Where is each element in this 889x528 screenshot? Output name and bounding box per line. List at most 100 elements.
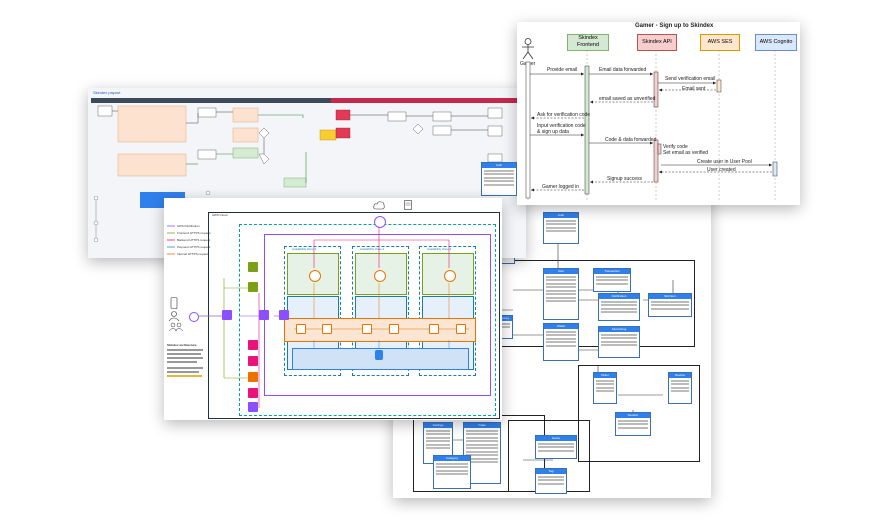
az-frame [419, 246, 476, 376]
message-label: Input verification code & sign up data [537, 123, 586, 135]
er-table-header: Inventory [494, 316, 512, 321]
cloudfront-icon [189, 312, 199, 322]
aws-cloud-label: AWS Cloud [212, 213, 228, 217]
er-table-header: Tag [536, 469, 566, 474]
container-icon [429, 324, 439, 334]
message-label: email saved as unverified [599, 96, 656, 102]
nat-gateway-icon [309, 270, 321, 282]
er-table: Auth [481, 162, 517, 196]
legend: AWS Distribution Frontend HTTPS request … [167, 222, 211, 262]
message-label: Send verification email [665, 76, 716, 82]
ecs-service-band [284, 318, 476, 342]
route53-icon [222, 310, 232, 320]
cloud-icon [373, 201, 385, 210]
sequence-diagram-card: Gamer - Sign up to Skindex Gamer Skindex… [517, 22, 800, 205]
er-table: Game [535, 435, 577, 459]
waf-icon [279, 310, 289, 320]
er-table-header: Game [536, 436, 576, 441]
api-gateway-icon [259, 310, 269, 320]
message-label: Provide email [547, 67, 578, 73]
mobile-device-icon [170, 297, 178, 309]
er-table-header: User [544, 269, 578, 274]
ses-icon [248, 356, 258, 366]
participant-api: Skindex API [637, 34, 677, 51]
er-table: Notification [598, 293, 640, 321]
swimlane-header [91, 98, 331, 103]
legend-item: AWS Distribution [177, 224, 200, 228]
er-table: Tag [535, 468, 567, 494]
er-table: User [543, 268, 579, 320]
message-label: Verify code Set email as verified [663, 144, 709, 156]
internet-gateway-icon [374, 216, 386, 228]
amplify-icon [248, 282, 258, 292]
message-label: Ask for verification code [537, 112, 591, 118]
er-table: SkinItem [648, 293, 692, 317]
container-icon [362, 324, 372, 334]
message-label: Code & data forwarded [605, 137, 657, 143]
message-label: User created [707, 167, 736, 173]
er-table: SkinListing [598, 326, 640, 358]
sequence-lifelines [525, 50, 778, 202]
database-icon [375, 350, 383, 360]
container-icon [322, 324, 332, 334]
er-table-header: SkinListing [599, 327, 639, 332]
er-table-header: Wallet [544, 324, 578, 329]
er-table-header: Category [434, 456, 470, 461]
sequence-title: Gamer - Sign up to Skindex [635, 23, 714, 29]
public-subnet [355, 253, 407, 295]
legend-item: Internal HTTPS request [177, 252, 209, 256]
container-icon [389, 324, 399, 334]
er-table: Order [593, 372, 617, 404]
flowchart-canvas [93, 105, 503, 243]
gamer-actor-icon [522, 38, 534, 60]
cognito-icon [248, 340, 258, 350]
er-table: Session [615, 412, 651, 436]
sqs-icon [248, 402, 258, 412]
er-table: Review [668, 372, 692, 404]
container-icon [456, 324, 466, 334]
message-label: Signup success [607, 176, 643, 182]
er-table-header: Notification [599, 294, 639, 299]
nat-gateway-icon [444, 270, 456, 282]
participant-ses: AWS SES [700, 34, 740, 51]
er-table-header: Transaction [594, 269, 630, 274]
participant-cognito: AWS Cognito [755, 34, 797, 51]
er-table-header: Session [616, 413, 650, 418]
az-label: Availability Zone 1 [292, 247, 317, 251]
server-icon [404, 200, 412, 210]
nat-gateway-icon [374, 270, 386, 282]
er-table-header: Settings [424, 423, 452, 428]
user-icon [168, 311, 180, 322]
notes-block: Skindex architecture [167, 343, 205, 383]
er-table-header: SkinItem [649, 294, 691, 299]
swimlane-header [331, 98, 526, 103]
message-label: Create user in User Pool [697, 159, 752, 165]
architecture-connections [189, 223, 469, 408]
er-table-header: Trade [464, 423, 500, 428]
lambda-icon [248, 372, 258, 382]
users-icon [169, 322, 183, 332]
s3-frontend-icon [248, 262, 258, 272]
architecture-card: AWS Distribution Frontend HTTPS request … [164, 198, 502, 420]
message-label: Gamer logged in [542, 184, 579, 190]
aws-cloud-frame [208, 212, 500, 419]
eventbridge-icon [248, 388, 258, 398]
flowchart-title: Skindex payout [93, 90, 121, 95]
er-table-header: Auth [482, 163, 516, 168]
container-icon [296, 324, 306, 334]
region-frame [239, 224, 496, 416]
az-label: Availability Zone 3 [427, 247, 452, 251]
er-table: Category [433, 455, 471, 489]
legend-item: Payment HTTPS request [177, 245, 211, 249]
message-label: Email data forwarded [599, 67, 647, 73]
message-label: Email sent [682, 86, 706, 92]
er-table-header: Auth [544, 213, 578, 218]
er-table: Auth [543, 212, 579, 244]
az-label: Availability Zone 2 [360, 247, 385, 251]
legend-item: Frontend HTTPS request [177, 231, 211, 235]
er-table: Wallet [543, 323, 579, 361]
er-table-header: Order [594, 373, 616, 378]
legend-item: Backend HTTPS request [177, 238, 211, 242]
az-frame [352, 246, 409, 376]
er-table: Transaction [593, 268, 631, 292]
